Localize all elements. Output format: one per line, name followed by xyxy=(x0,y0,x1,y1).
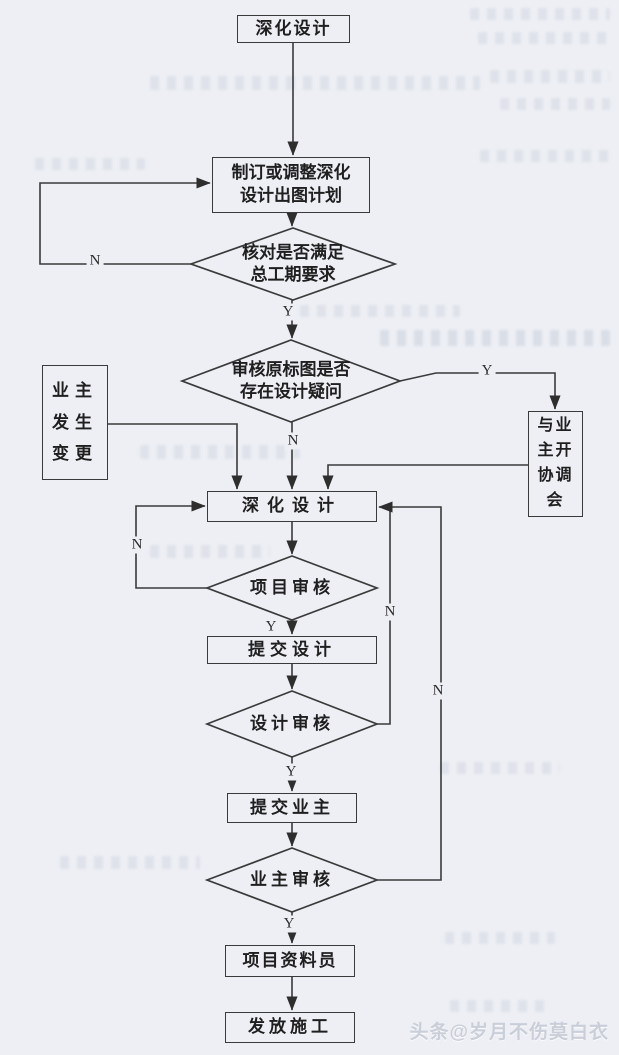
edge-review-yes-to-meeting xyxy=(399,372,561,410)
watermark: 头条@岁月不伤莫白衣 xyxy=(409,1022,609,1043)
node-start-label: 深化设计 xyxy=(255,18,332,38)
node-issue-construction: 发放施工 xyxy=(225,1012,355,1043)
edge-project-review-no-loop xyxy=(135,500,207,589)
node-plan-line1: 制订或调整深化 xyxy=(231,163,351,183)
node-coordination-meeting-line4: 会 xyxy=(546,491,565,509)
decision-review-original-line2: 存在设计疑问 xyxy=(240,382,342,401)
decision-design-review-shape xyxy=(204,690,380,758)
node-coordination-meeting-line3: 协调 xyxy=(537,467,574,484)
label-owner-review-yes: Y xyxy=(280,915,298,933)
decision-review-original-shape xyxy=(179,339,403,423)
node-submit-design: 提交设计 xyxy=(207,636,377,664)
decision-review-original-line1: 审核原标图是否 xyxy=(231,359,351,379)
label-review-original-yes: Y xyxy=(478,362,496,380)
label-project-review-yes: Y xyxy=(262,618,280,636)
edge-check-schedule-no-loop xyxy=(39,177,211,265)
edge-owner-change-to-deepen xyxy=(108,423,243,490)
decision-design-review: 设计审核 xyxy=(207,691,377,757)
decision-check-schedule-line1: 核对是否满足 xyxy=(242,242,344,262)
decision-project-review-shape xyxy=(204,555,380,621)
decision-check-schedule-shape xyxy=(188,227,398,301)
node-coordination-meeting-line1: 与业 xyxy=(537,417,574,435)
node-archivist-label: 项目资料员 xyxy=(242,950,338,970)
node-owner-change-line3: 变更 xyxy=(52,444,98,464)
decision-review-original: 审核原标图是否 存在设计疑问 xyxy=(182,340,400,422)
decision-owner-review-shape xyxy=(204,847,380,913)
node-submit-owner: 提交业主 xyxy=(227,793,357,823)
node-issue-construction-label: 发放施工 xyxy=(248,1017,332,1037)
node-submit-design-label: 提交设计 xyxy=(248,639,336,659)
node-owner-change-line2: 发生 xyxy=(52,412,98,432)
label-design-review-yes: Y xyxy=(282,763,300,781)
decision-project-review-label: 项目审核 xyxy=(250,577,334,597)
label-review-original-no: N xyxy=(284,432,302,450)
decision-design-review-label: 设计审核 xyxy=(250,713,334,733)
node-plan: 制订或调整深化 设计出图计划 xyxy=(212,157,370,213)
decision-project-review: 项目审核 xyxy=(207,556,377,620)
decision-owner-review-label: 业主审核 xyxy=(250,869,334,889)
label-design-review-no: N xyxy=(381,603,399,621)
label-owner-review-no: N xyxy=(429,682,447,700)
node-deepen-design: 深化设计 xyxy=(207,491,377,522)
edge-design-review-no-loop xyxy=(377,507,391,725)
decision-owner-review: 业主审核 xyxy=(207,848,377,912)
node-coordination-meeting-line2: 主开 xyxy=(537,442,574,460)
node-owner-change-line1: 业主 xyxy=(52,381,98,401)
node-archivist: 项目资料员 xyxy=(225,945,355,977)
label-check-schedule-no: N xyxy=(86,252,104,270)
decision-check-schedule-line2: 总工期要求 xyxy=(250,265,336,284)
decision-check-schedule: 核对是否满足 总工期要求 xyxy=(191,228,395,300)
node-submit-owner-label: 提交业主 xyxy=(250,797,334,817)
node-start: 深化设计 xyxy=(237,15,350,43)
node-plan-line2: 设计出图计划 xyxy=(240,186,342,205)
node-owner-change: 业主 发生 变更 xyxy=(42,365,108,480)
node-deepen-design-label: 深化设计 xyxy=(242,496,342,516)
label-check-schedule-yes: Y xyxy=(279,303,297,321)
edge-meeting-to-deepen xyxy=(322,464,528,490)
label-project-review-no: N xyxy=(128,536,146,554)
node-coordination-meeting: 与业 主开 协调 会 xyxy=(528,411,583,517)
